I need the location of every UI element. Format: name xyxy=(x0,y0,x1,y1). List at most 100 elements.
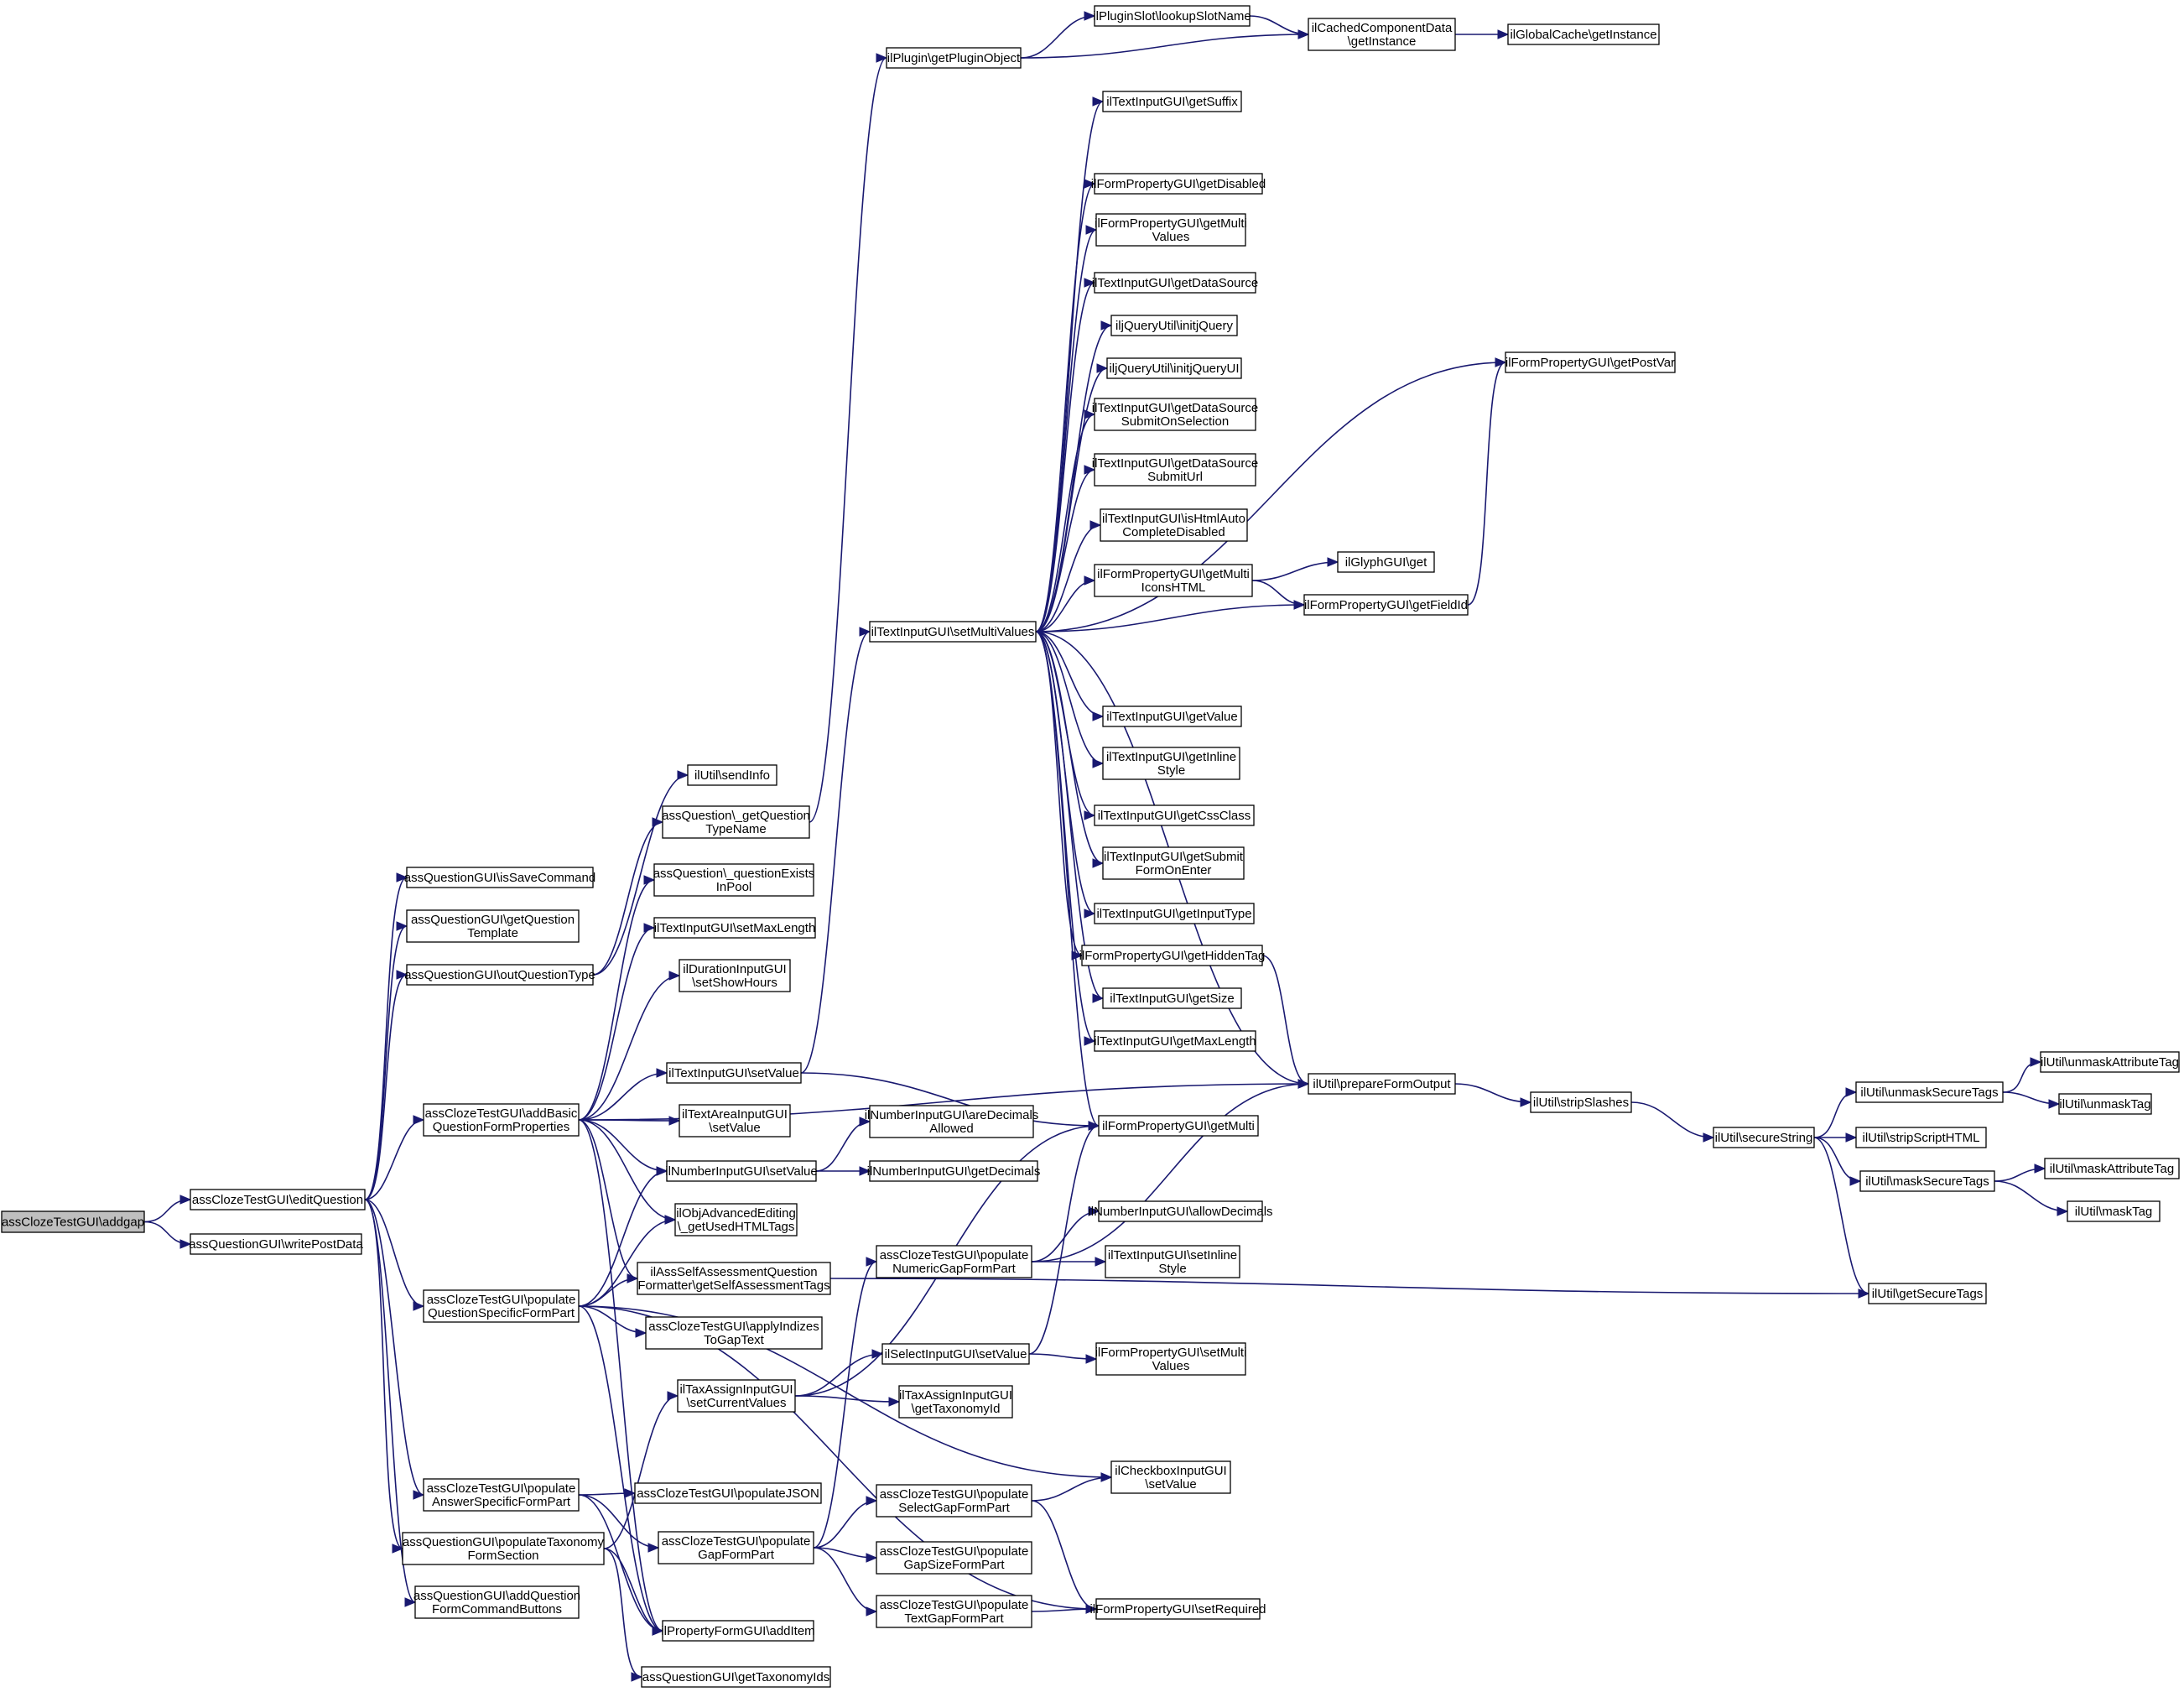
node-allowDecimals[interactable]: ilNumberInputGUI\allowDecimals xyxy=(1088,1200,1273,1222)
edge-setMultiValues-to-getInlineStyle xyxy=(1035,631,1104,764)
node-getDataSource[interactable]: ilTextInputGUI\getDataSource xyxy=(1092,272,1258,294)
node-getSize[interactable]: ilTextInputGUI\getSize xyxy=(1102,987,1242,1009)
node-lookupSlotName[interactable]: ilPluginSlot\lookupSlotName xyxy=(1093,5,1251,27)
node-addgap[interactable]: assClozeTestGUI\addgap xyxy=(1,1210,145,1233)
node-label: IconsHTML xyxy=(1141,580,1206,595)
node-writePostData[interactable]: assQuestionGUI\writePostData xyxy=(189,1233,363,1255)
node-stripSlashes[interactable]: ilUtil\stripSlashes xyxy=(1530,1091,1632,1113)
arrowhead-numSetValue-to-getDecimals xyxy=(859,1166,871,1176)
node-getFieldId[interactable]: ilFormPropertyGUI\getFieldId xyxy=(1303,594,1469,616)
node-setShowHours[interactable]: ilDurationInputGUI\setShowHours xyxy=(679,959,791,992)
node-glyphGet[interactable]: ilGlyphGUI\get xyxy=(1337,551,1435,573)
edge-getHiddenTag-to-prepareFormOutput xyxy=(1261,955,1309,1085)
node-addBasic[interactable]: assClozeTestGUI\addBasicQuestionFormProp… xyxy=(423,1103,580,1137)
node-taxSetCurrent[interactable]: ilTaxAssignInputGUI\setCurrentValues xyxy=(677,1379,796,1413)
node-box xyxy=(687,764,777,786)
arrowhead-numSetValue-to-areDecimalsAllowed xyxy=(859,1117,871,1127)
node-label: ilPlugin\getPluginObject xyxy=(887,51,1021,65)
node-unmaskAttributeTag[interactable]: ilUtil\unmaskAttributeTag xyxy=(2040,1051,2180,1073)
node-box xyxy=(876,1484,1032,1518)
arrowhead-addgap-to-writePostData xyxy=(179,1239,192,1249)
node-maskTag[interactable]: ilUtil\maskTag xyxy=(2067,1200,2161,1222)
node-initjQuery[interactable]: iljQueryUtil\initjQuery xyxy=(1110,315,1238,336)
node-getInputType[interactable]: ilTextInputGUI\getInputType xyxy=(1094,903,1255,924)
node-prepareFormOutput[interactable]: ilUtil\prepareFormOutput xyxy=(1308,1073,1456,1095)
node-outQuestionType[interactable]: assQuestionGUI\outQuestionType xyxy=(404,964,595,986)
node-setRequired[interactable]: ilFormPropertyGUI\setRequired xyxy=(1089,1598,1266,1620)
node-label: ilFormPropertyGUI\getMulti xyxy=(1102,1119,1255,1133)
node-getDecimals[interactable]: ilNumberInputGUI\getDecimals xyxy=(867,1160,1041,1182)
node-setMultiValues[interactable]: ilTextInputGUI\setMultiValues xyxy=(869,621,1037,643)
node-getCssClass[interactable]: ilTextInputGUI\getCssClass xyxy=(1094,804,1255,826)
node-populateTax[interactable]: assQuestionGUI\populateTaxonomyFormSecti… xyxy=(402,1532,605,1565)
node-numSetValue[interactable]: ilNumberInputGUI\setValue xyxy=(665,1160,818,1182)
edge-populateNumericGap-to-prepareFormOutput xyxy=(1031,1083,1309,1262)
arrowhead-setMultiValues-to-getDSSubmitOnSel xyxy=(1084,409,1096,419)
node-checkboxSetValue[interactable]: ilCheckboxInputGUI\setValue xyxy=(1110,1460,1231,1494)
node-populateSelectGap[interactable]: assClozeTestGUI\populateSelectGapFormPar… xyxy=(876,1484,1032,1518)
node-stripScriptHTML[interactable]: ilUtil\stripScriptHTML xyxy=(1855,1127,1987,1148)
edge-getQTName-to-getPluginObject xyxy=(809,57,887,823)
node-box xyxy=(402,1532,605,1565)
node-label: ilUtil\sendInfo xyxy=(694,768,770,783)
node-addQFCB[interactable]: assQuestionGUI\addQuestionFormCommandBut… xyxy=(413,1585,580,1619)
node-secureString[interactable]: ilUtil\secureString xyxy=(1713,1127,1815,1148)
node-getTaxonomyIds[interactable]: assQuestionGUI\getTaxonomyIds xyxy=(641,1666,831,1688)
node-getPluginObject[interactable]: ilPlugin\getPluginObject xyxy=(886,47,1022,69)
node-addItem[interactable]: ilPropertyFormGUI\addItem xyxy=(661,1620,815,1642)
node-box xyxy=(1102,846,1245,880)
node-setMaxLength[interactable]: ilTextInputGUI\setMaxLength xyxy=(653,917,816,939)
arrowhead-populateTax-to-taxSetCurrent xyxy=(667,1391,679,1401)
node-populateASFP[interactable]: assClozeTestGUI\populateAnswerSpecificFo… xyxy=(423,1478,580,1512)
node-getHiddenTag[interactable]: ilFormPropertyGUI\getHiddenTag xyxy=(1079,945,1266,966)
node-getDisabled[interactable]: ilFormPropertyGUI\getDisabled xyxy=(1091,173,1266,195)
node-gcGetInstance[interactable]: ilGlobalCache\getInstance xyxy=(1507,23,1660,45)
node-maskAttributeTag[interactable]: ilUtil\maskAttributeTag xyxy=(2044,1158,2180,1179)
node-getPostVar[interactable]: ilFormPropertyGUI\getPostVar xyxy=(1505,351,1676,373)
node-populateJSON[interactable]: assClozeTestGUI\populateJSON xyxy=(634,1482,822,1504)
node-textAreaSetValue[interactable]: ilTextAreaInputGUI\setValue xyxy=(679,1104,791,1138)
node-maskSecureTags[interactable]: ilUtil\maskSecureTags xyxy=(1859,1170,1995,1192)
edge-editQuestion-to-getQuestionTemplate xyxy=(364,925,408,1200)
node-unmaskTag[interactable]: ilUtil\unmaskTag xyxy=(2058,1093,2152,1115)
node-box xyxy=(2044,1158,2180,1179)
node-selectSetValue[interactable]: ilSelectInputGUI\setValue xyxy=(881,1343,1030,1365)
node-editQuestion[interactable]: assClozeTestGUI\editQuestion xyxy=(190,1189,366,1210)
node-getSelfAssessTags[interactable]: ilAssSelfAssessmentQuestionFormatter\get… xyxy=(637,1262,831,1295)
node-initjQueryUI[interactable]: iljQueryUtil\initjQueryUI xyxy=(1106,357,1242,379)
node-getTaxonomyId[interactable]: ilTaxAssignInputGUI\getTaxonomyId xyxy=(898,1385,1013,1419)
node-label: ilFormPropertyGUI\getMulti xyxy=(1097,567,1250,581)
node-textSetValue[interactable]: ilTextInputGUI\setValue xyxy=(666,1062,802,1084)
node-getMaxLength[interactable]: ilTextInputGUI\getMaxLength xyxy=(1094,1030,1256,1052)
node-box xyxy=(1094,453,1256,487)
node-ccdGetInstance[interactable]: ilCachedComponentData\getInstance xyxy=(1308,18,1456,51)
node-isHtmlAutoComplete[interactable]: ilTextInputGUI\isHtmlAutoCompleteDisable… xyxy=(1100,508,1248,542)
node-getValue[interactable]: ilTextInputGUI\getValue xyxy=(1102,705,1242,727)
node-getSecureTags[interactable]: ilUtil\getSecureTags xyxy=(1868,1283,1987,1304)
node-getDSSubmitOnSel[interactable]: ilTextInputGUI\getDataSourceSubmitOnSele… xyxy=(1092,398,1258,431)
node-setMultiValuesForm[interactable]: ilFormPropertyGUI\setMultiValues xyxy=(1095,1342,1247,1376)
edge-taxSetCurrent-to-selectSetValue xyxy=(794,1353,883,1397)
node-getUsedHTMLTags[interactable]: ilObjAdvancedEditing\_getUsedHTMLTags xyxy=(674,1203,798,1236)
node-getSuffix[interactable]: ilTextInputGUI\getSuffix xyxy=(1102,91,1242,112)
node-sendInfo[interactable]: ilUtil\sendInfo xyxy=(687,764,777,786)
node-populateQSFP[interactable]: assClozeTestGUI\populateQuestionSpecific… xyxy=(423,1289,580,1323)
node-populateNumericGap[interactable]: assClozeTestGUI\populateNumericGapFormPa… xyxy=(876,1245,1032,1278)
node-getMulti[interactable]: ilFormPropertyGUI\getMulti xyxy=(1098,1115,1259,1137)
node-isSaveCommand[interactable]: assQuestionGUI\isSaveCommand xyxy=(404,867,595,888)
node-unmaskSecureTags[interactable]: ilUtil\unmaskSecureTags xyxy=(1855,1081,2004,1103)
